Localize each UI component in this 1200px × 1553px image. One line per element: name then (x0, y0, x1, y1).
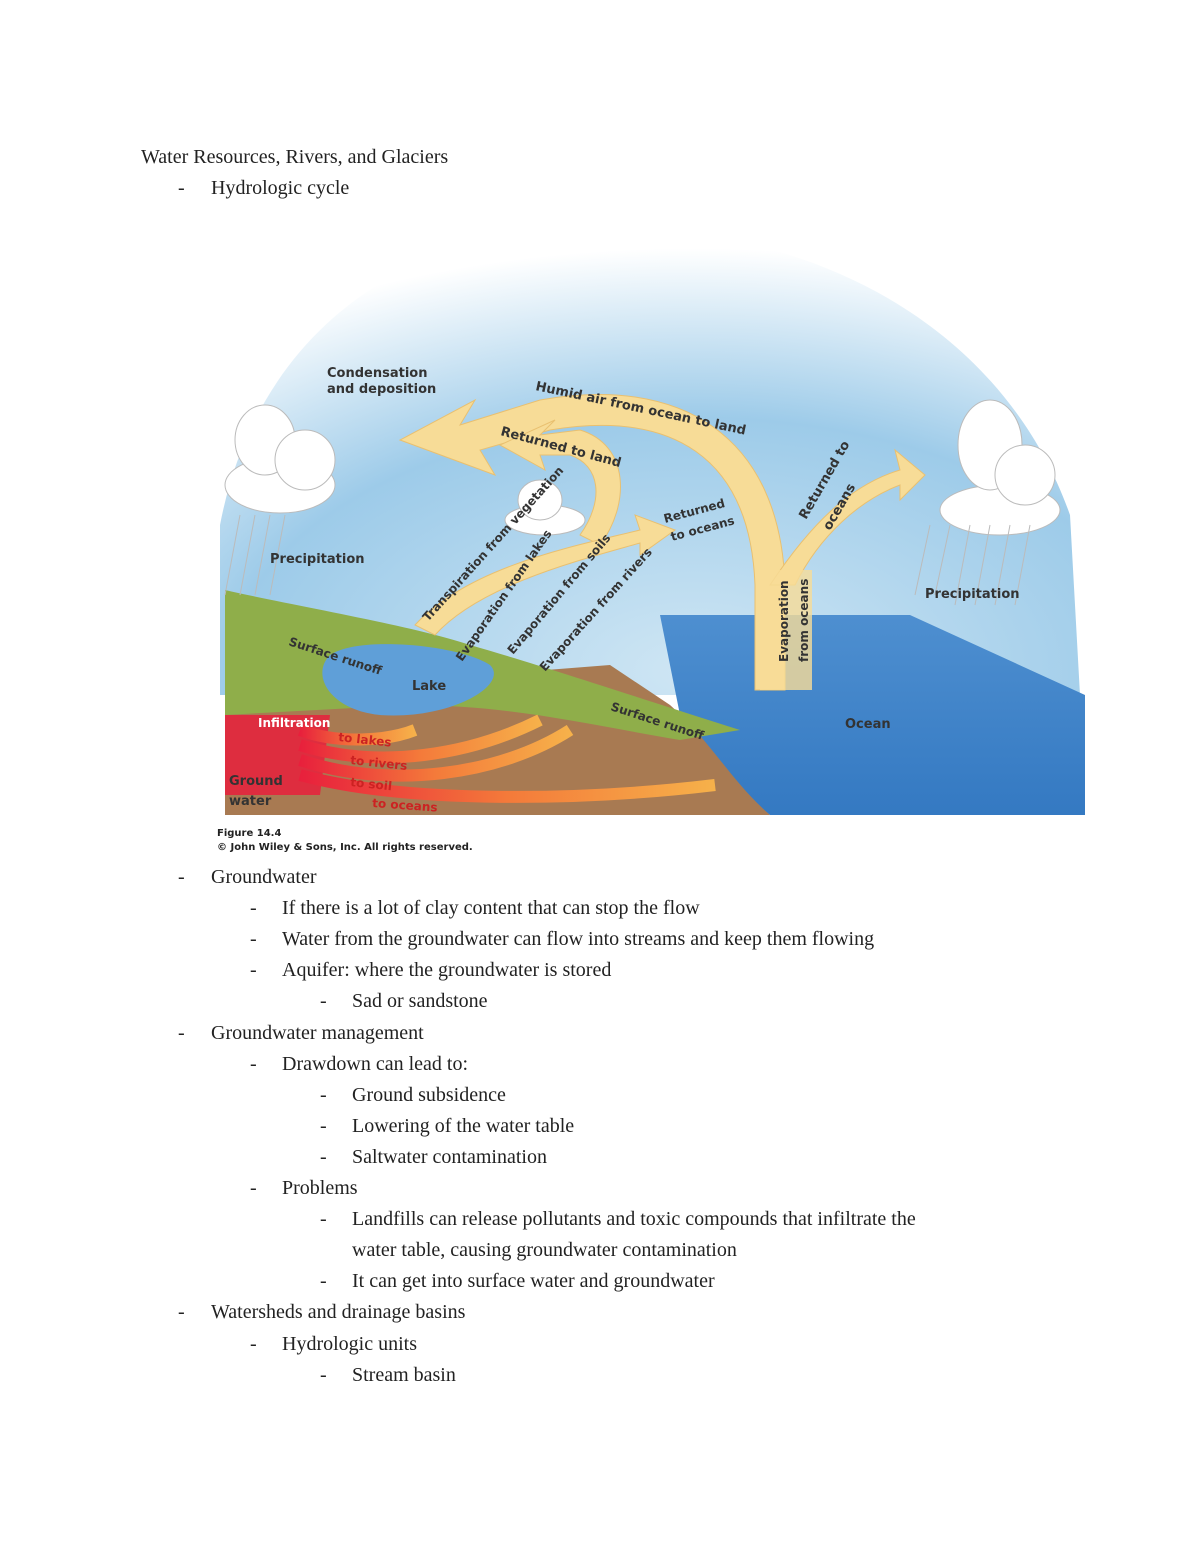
bullet-dash: - (320, 1270, 327, 1293)
figure-copyright: © John Wiley & Sons, Inc. All rights res… (217, 842, 473, 853)
outline-item: Groundwater management (211, 1021, 424, 1044)
atmosphere-arrows (398, 394, 926, 691)
groundwater-arrows (297, 714, 716, 803)
outline-item: Drawdown can lead to: (282, 1052, 469, 1075)
label-evap-oceans-2: from oceans (797, 579, 811, 662)
bullet-dash: - (250, 1177, 257, 1199)
bullet-dash: - (250, 959, 257, 982)
bullet-dash: - (320, 1208, 327, 1231)
label-evap-oceans: Evaporation (777, 580, 791, 662)
label-lake: Lake (412, 679, 446, 694)
label-infiltration: Infiltration (258, 716, 330, 730)
outline-item: Lowering of the water table (352, 1114, 575, 1137)
outline-item: Ground subsidence (352, 1083, 506, 1106)
bullet-dash: - (250, 897, 257, 920)
rain (224, 514, 1031, 606)
label-to-soil: to soil (350, 775, 393, 793)
outline-item: Groundwater (211, 866, 317, 888)
label-precipitation-right: Precipitation (925, 587, 1020, 602)
label-ground-water: Ground (229, 774, 283, 789)
outline-item: Stream basin (352, 1363, 456, 1386)
sky (220, 225, 1080, 695)
label-ocean: Ocean (845, 717, 891, 732)
outline-item: If there is a lot of clay content that c… (282, 897, 700, 920)
bullet-dash: - (250, 1332, 257, 1355)
label-condensation: Condensation (327, 366, 427, 381)
outline-item: Sad or sandstone (352, 990, 488, 1013)
bullet-dash: - (178, 866, 185, 888)
evaporation-from-oceans-column (760, 570, 812, 690)
label-to-rivers: to rivers (350, 753, 408, 773)
cloud-icon (224, 399, 1061, 536)
hydrologic-cycle-diagram: Condensation and deposition Humid air fr… (220, 225, 1085, 815)
outline-item: Landfills can release pollutants and tox… (352, 1208, 916, 1231)
label-condensation-2: and deposition (327, 382, 436, 397)
bullet-dash: - (320, 990, 327, 1013)
outline-item: Aquifer: where the groundwater is stored (282, 959, 612, 982)
bullet-dash: - (320, 1114, 327, 1137)
document-title: Water Resources, Rivers, and Glaciers (141, 146, 449, 168)
label-ground-water-2: water (229, 794, 272, 809)
figure-caption: Figure 14.4 (217, 828, 282, 839)
label-to-lakes: to lakes (338, 730, 392, 749)
bullet-dash: - (178, 1301, 185, 1324)
outline-item: Hydrologic units (282, 1332, 417, 1355)
bullet-dash: - (250, 928, 257, 951)
bullet-dash: - (178, 1021, 185, 1044)
bullet-dash: - (320, 1363, 327, 1386)
bullet-dash: - (320, 1145, 327, 1168)
outline-item: Water from the groundwater can flow into… (282, 928, 875, 951)
outline-item: Hydrologic cycle (211, 177, 350, 199)
bullet-dash: - (178, 177, 185, 199)
bullet-dash: - (320, 1083, 327, 1106)
label-precipitation-left: Precipitation (270, 552, 365, 567)
outline-item: Watersheds and drainage basins (211, 1301, 466, 1324)
outline-item: water table, causing groundwater contami… (352, 1239, 737, 1262)
lake (322, 644, 494, 716)
outline-item: Problems (282, 1177, 358, 1199)
bullet-dash: - (250, 1052, 257, 1075)
label-to-oceans: to oceans (372, 796, 438, 815)
outline-item: Saltwater contamination (352, 1145, 547, 1168)
outline-item: It can get into surface water and ground… (352, 1270, 715, 1293)
